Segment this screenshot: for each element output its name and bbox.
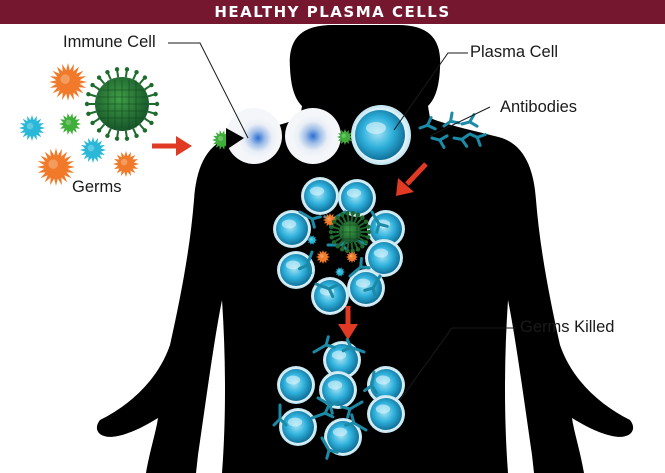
plasma-cell bbox=[323, 341, 361, 379]
antibody bbox=[460, 113, 479, 128]
antibody bbox=[341, 338, 366, 354]
plasma-cell-diagram bbox=[19, 25, 634, 473]
arrow-to-germs-killed bbox=[338, 306, 358, 340]
antibody bbox=[272, 403, 288, 427]
plasma-cell bbox=[279, 408, 317, 446]
plasma-cell bbox=[301, 177, 339, 215]
plasma-cell bbox=[367, 366, 405, 404]
orange-germ bbox=[113, 151, 139, 177]
antibodies-label: Antibodies bbox=[500, 98, 578, 116]
antibody bbox=[312, 335, 336, 354]
plasma-cell bbox=[338, 179, 376, 217]
antibody bbox=[452, 133, 471, 148]
antibody bbox=[370, 210, 389, 234]
orange-germ bbox=[346, 251, 358, 263]
antibody bbox=[314, 282, 339, 298]
antibody bbox=[310, 404, 335, 420]
plasma-cell-large bbox=[351, 105, 411, 165]
orange-germ bbox=[316, 250, 330, 264]
immune-cell bbox=[285, 108, 341, 164]
germs-label: Germs bbox=[72, 178, 122, 196]
green-virus bbox=[328, 210, 372, 254]
antibody bbox=[320, 436, 339, 460]
immune-cell-leader bbox=[168, 42, 249, 139]
antibodies-stream bbox=[418, 111, 487, 149]
antibody bbox=[363, 274, 382, 298]
immune-cell-label: Immune Cell bbox=[63, 33, 156, 51]
green-virus bbox=[84, 67, 160, 141]
germs-cluster bbox=[19, 63, 160, 186]
green-germ bbox=[337, 129, 353, 145]
plasma-cells-attacking bbox=[273, 177, 405, 315]
antibody bbox=[298, 210, 322, 229]
page-title: HEALTHY PLASMA CELLS bbox=[0, 0, 665, 24]
germs-killed-label: Germs Killed bbox=[520, 318, 615, 336]
plasma-cell bbox=[367, 395, 405, 433]
plasma-cell bbox=[273, 210, 311, 248]
antibody bbox=[344, 413, 368, 432]
cyan-germ bbox=[19, 115, 45, 141]
right-arm-gap bbox=[505, 300, 534, 473]
plasma-cell bbox=[277, 366, 315, 404]
plasma-cell bbox=[277, 251, 315, 289]
cyan-germ bbox=[80, 137, 106, 163]
plasma-cell-label: Plasma Cell bbox=[470, 43, 559, 61]
germs-killed-leader bbox=[399, 327, 516, 401]
antibody bbox=[348, 257, 371, 278]
small-green-germ-2 bbox=[337, 129, 353, 145]
leader-lines bbox=[168, 42, 516, 401]
arrow-to-immune-cell bbox=[152, 136, 192, 156]
antibody bbox=[363, 370, 378, 395]
plasma-cell bbox=[319, 371, 357, 409]
green-germ bbox=[59, 113, 81, 135]
antibody bbox=[298, 250, 314, 275]
immune-cell-engulfing bbox=[226, 108, 282, 164]
antibody bbox=[468, 132, 487, 147]
antibody bbox=[418, 116, 437, 131]
left-arm-gap bbox=[196, 300, 225, 473]
plasma-cell bbox=[365, 239, 403, 277]
orange-germ bbox=[49, 63, 87, 101]
arrow-to-cluster bbox=[396, 162, 428, 196]
germs-killed-cluster bbox=[272, 335, 405, 460]
antibodies-leader bbox=[429, 106, 491, 137]
cyan-germ bbox=[335, 267, 345, 277]
orange-germ bbox=[37, 148, 75, 186]
cyan-germ bbox=[307, 235, 317, 245]
plasma-cell bbox=[324, 418, 362, 456]
body-silhouette bbox=[96, 25, 634, 473]
antibody bbox=[340, 400, 364, 419]
antibody bbox=[316, 396, 340, 415]
antibody bbox=[430, 134, 449, 149]
plasma-cell-leader bbox=[393, 52, 468, 131]
